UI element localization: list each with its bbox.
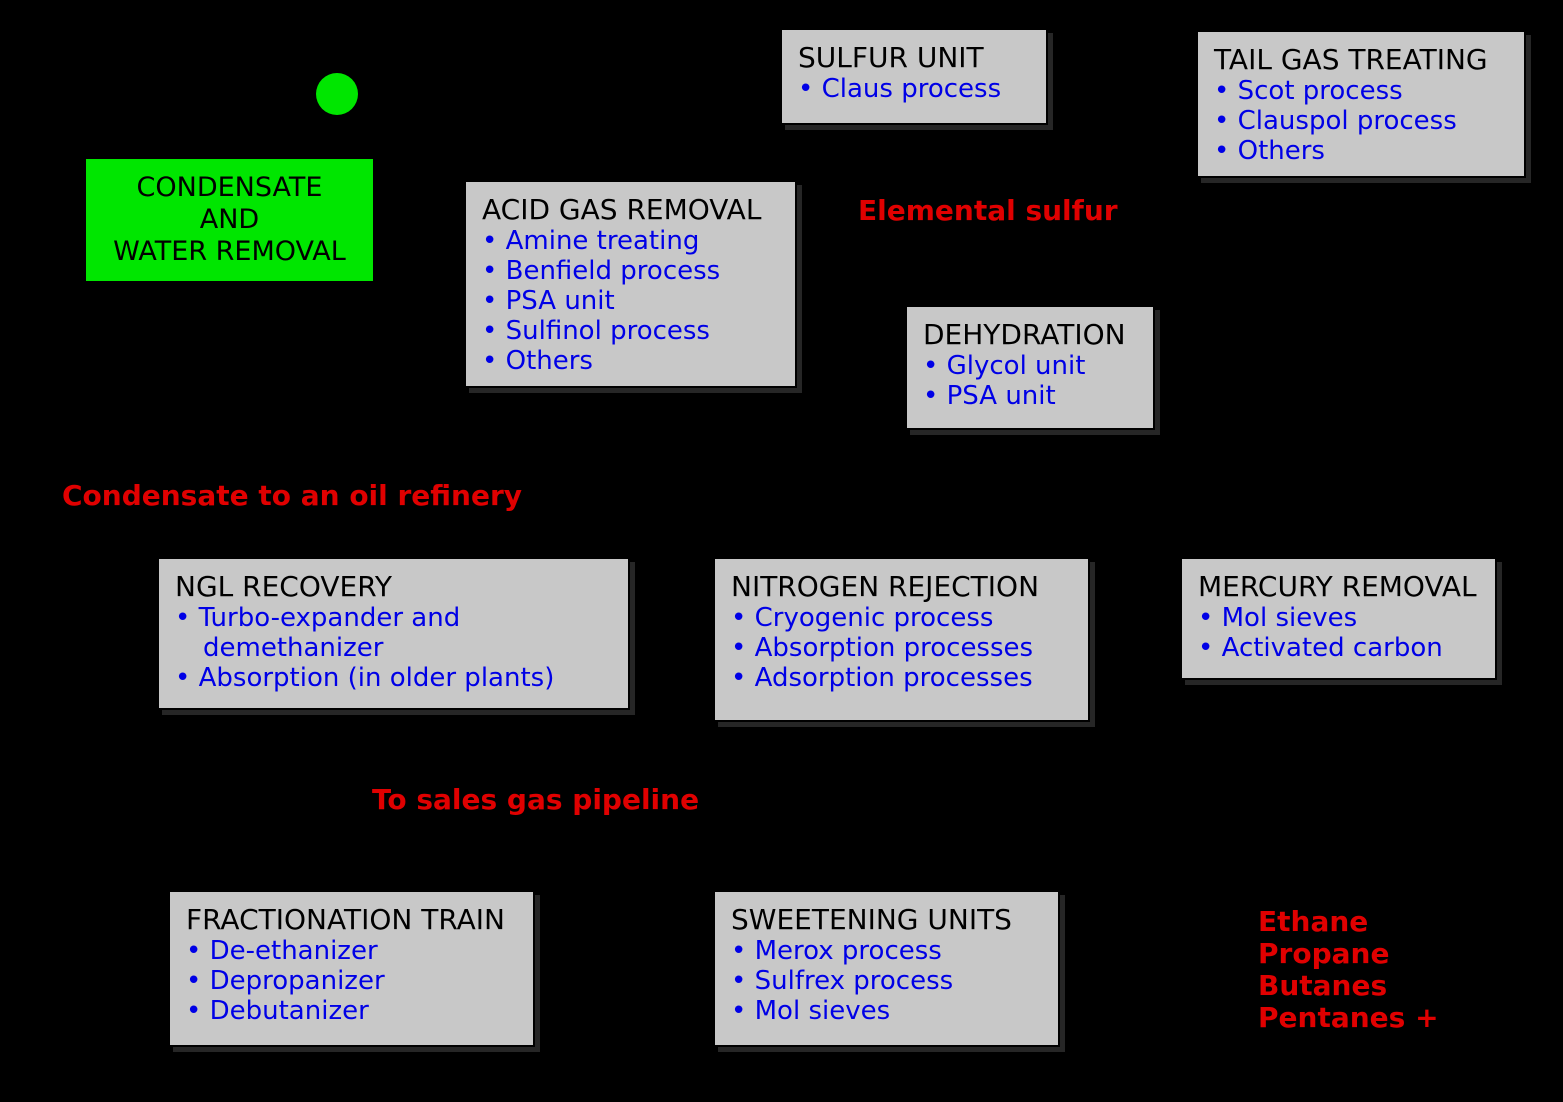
label-ngl-products: Ethane Propane Butanes Pentanes + (1258, 906, 1439, 1034)
box-nitrogen-rejection: NITROGEN REJECTION Cryogenic process Abs… (713, 557, 1090, 722)
box-title-sweetening-units: SWEETENING UNITS (731, 903, 1012, 936)
list-item: Sulfinol process (482, 316, 781, 346)
box-list-acid-gas-removal: Amine treating Benfield process PSA unit… (482, 226, 781, 376)
label-to-sales-gas-pipeline: To sales gas pipeline (372, 783, 700, 816)
box-list-tail-gas-treating: Scot process Clauspol process Others (1214, 76, 1510, 166)
box-title-sulfur-unit: SULFUR UNIT (798, 41, 984, 74)
green-box-line: CONDENSATE (136, 172, 323, 203)
box-list-dehydration: Glycol unit PSA unit (923, 351, 1139, 411)
list-item: Scot process (1214, 76, 1510, 106)
box-sulfur-unit: SULFUR UNIT Claus process (780, 28, 1048, 125)
list-item: Clauspol process (1214, 106, 1510, 136)
green-box-line: AND (199, 204, 260, 235)
list-item: Benfield process (482, 256, 781, 286)
box-list-nitrogen-rejection: Cryogenic process Absorption processes A… (731, 603, 1074, 693)
box-dehydration: DEHYDRATION Glycol unit PSA unit (905, 305, 1155, 430)
box-condensate-water-removal: CONDENSATE AND WATER REMOVAL (84, 157, 375, 283)
list-item: Sulfrex process (731, 966, 1044, 996)
list-item: Activated carbon (1198, 633, 1481, 663)
box-mercury-removal: MERCURY REMOVAL Mol sieves Activated car… (1180, 557, 1497, 680)
list-item: Merox process (731, 936, 1044, 966)
list-item: PSA unit (482, 286, 781, 316)
list-item: Depropanizer (186, 966, 519, 996)
list-item: PSA unit (923, 381, 1139, 411)
list-item: Others (1214, 136, 1510, 166)
box-title-nitrogen-rejection: NITROGEN REJECTION (731, 570, 1040, 603)
green-circle-marker (316, 73, 358, 115)
box-title-mercury-removal: MERCURY REMOVAL (1198, 570, 1477, 603)
list-item: Glycol unit (923, 351, 1139, 381)
product-line: Propane (1258, 937, 1390, 970)
box-fractionation-train: FRACTIONATION TRAIN De-ethanizer Depropa… (168, 890, 535, 1047)
box-title-dehydration: DEHYDRATION (923, 318, 1126, 351)
box-list-sweetening-units: Merox process Sulfrex process Mol sieves (731, 936, 1044, 1026)
list-item: Adsorption processes (731, 663, 1074, 693)
box-acid-gas-removal: ACID GAS REMOVAL Amine treating Benfield… (464, 180, 797, 388)
box-list-mercury-removal: Mol sieves Activated carbon (1198, 603, 1481, 663)
list-item: Mol sieves (1198, 603, 1481, 633)
box-title-ngl-recovery: NGL RECOVERY (175, 570, 392, 603)
list-item: Turbo-expander and demethanizer (175, 603, 614, 663)
label-condensate-to-refinery: Condensate to an oil refinery (62, 479, 523, 512)
box-list-fractionation-train: De-ethanizer Depropanizer Debutanizer (186, 936, 519, 1026)
label-elemental-sulfur: Elemental sulfur (858, 194, 1118, 227)
list-item: Mol sieves (731, 996, 1044, 1026)
list-item: Amine treating (482, 226, 781, 256)
list-item: De-ethanizer (186, 936, 519, 966)
box-title-fractionation-train: FRACTIONATION TRAIN (186, 903, 505, 936)
list-item: Debutanizer (186, 996, 519, 1026)
box-tail-gas-treating: TAIL GAS TREATING Scot process Clauspol … (1196, 30, 1526, 178)
box-title-tail-gas-treating: TAIL GAS TREATING (1214, 43, 1488, 76)
product-line: Ethane (1258, 905, 1369, 938)
product-line: Pentanes + (1258, 1001, 1439, 1034)
box-sweetening-units: SWEETENING UNITS Merox process Sulfrex p… (713, 890, 1060, 1047)
list-item: Claus process (798, 74, 1032, 104)
box-list-sulfur-unit: Claus process (798, 74, 1032, 104)
list-item: Absorption (in older plants) (175, 663, 614, 693)
list-item: Absorption processes (731, 633, 1074, 663)
product-line: Butanes (1258, 969, 1388, 1002)
box-list-ngl-recovery: Turbo-expander and demethanizer Absorpti… (175, 603, 614, 693)
green-box-line: WATER REMOVAL (113, 236, 346, 267)
list-item: Others (482, 346, 781, 376)
list-item: Cryogenic process (731, 603, 1074, 633)
box-title-acid-gas-removal: ACID GAS REMOVAL (482, 193, 762, 226)
box-ngl-recovery: NGL RECOVERY Turbo-expander and demethan… (157, 557, 630, 710)
